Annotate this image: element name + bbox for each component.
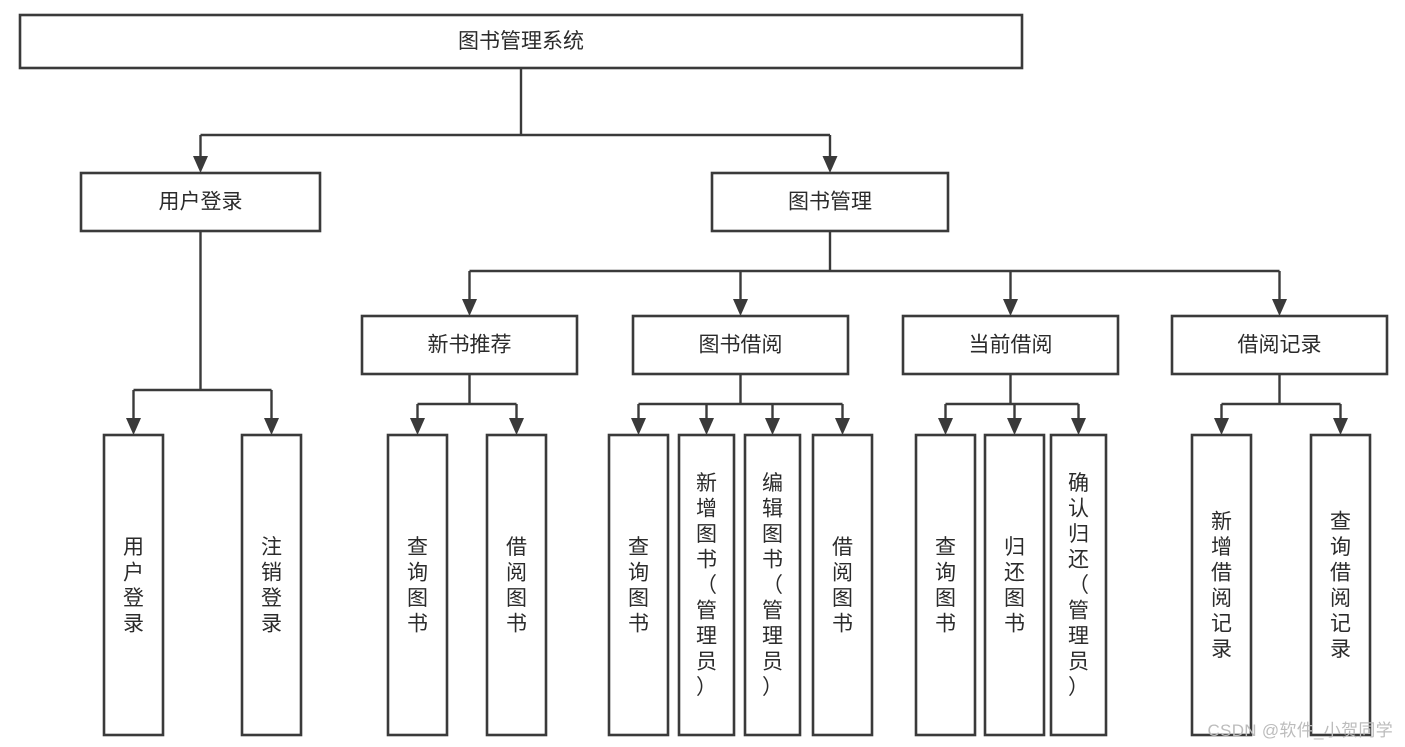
connector-group (410, 374, 524, 435)
node-leaf_4[interactable]: 查询图书 (607, 433, 670, 737)
node-leaf_6[interactable]: 编辑图书（管理员） (743, 433, 802, 737)
node-l2_0[interactable]: 新书推荐 (360, 314, 579, 376)
node-label: 用户登录 (159, 191, 243, 214)
node-l2_2[interactable]: 当前借阅 (901, 314, 1120, 376)
connector-group (938, 374, 1086, 435)
node-l1_1[interactable]: 图书管理 (710, 171, 950, 233)
node-label: 编辑图书（管理员） (762, 472, 783, 699)
node-leaf_7[interactable]: 借阅图书 (811, 433, 874, 737)
node-leaf_12[interactable]: 查询借阅记录 (1309, 433, 1372, 737)
node-label: 借阅图书 (506, 536, 527, 636)
node-leaf_0[interactable]: 用户登录 (102, 433, 165, 737)
node-label: 查询图书 (628, 536, 649, 636)
connector-group (193, 68, 838, 173)
connector-group (1214, 374, 1348, 435)
node-label: 借阅图书 (832, 536, 853, 636)
node-label: 图书借阅 (699, 334, 783, 357)
connector-group (631, 374, 850, 435)
node-label: 归还图书 (1004, 536, 1025, 636)
node-label: 查询图书 (935, 536, 956, 636)
node-leaf_9[interactable]: 归还图书 (983, 433, 1046, 737)
node-leaf_1[interactable]: 注销登录 (240, 433, 303, 737)
node-l2_3[interactable]: 借阅记录 (1170, 314, 1389, 376)
node-label: 查询图书 (407, 536, 428, 636)
node-label: 借阅记录 (1238, 334, 1322, 357)
node-leaf_5[interactable]: 新增图书（管理员） (677, 433, 736, 737)
node-leaf_3[interactable]: 借阅图书 (485, 433, 548, 737)
node-root[interactable]: 图书管理系统 (18, 13, 1024, 70)
node-label: 图书管理系统 (458, 30, 584, 53)
connector-layer (126, 68, 1348, 435)
node-label: 用户登录 (123, 536, 144, 636)
node-label: 查询借阅记录 (1330, 510, 1351, 661)
node-leaf_8[interactable]: 查询图书 (914, 433, 977, 737)
connector-group (462, 231, 1287, 316)
node-label: 图书管理 (788, 191, 872, 214)
node-l1_0[interactable]: 用户登录 (79, 171, 322, 233)
node-l2_1[interactable]: 图书借阅 (631, 314, 850, 376)
node-leaf_10[interactable]: 确认归还（管理员） (1049, 433, 1108, 737)
connector-group (126, 231, 279, 435)
node-leaf_11[interactable]: 新增借阅记录 (1190, 433, 1253, 737)
node-label: 新增图书（管理员） (696, 472, 717, 699)
node-leaf_2[interactable]: 查询图书 (386, 433, 449, 737)
node-layer: 图书管理系统用户登录图书管理新书推荐图书借阅当前借阅借阅记录用户登录注销登录查询… (18, 13, 1389, 737)
node-label: 新书推荐 (428, 334, 512, 357)
node-label: 注销登录 (261, 536, 282, 636)
node-label: 新增借阅记录 (1211, 510, 1232, 661)
node-label: 确认归还（管理员） (1068, 472, 1089, 699)
node-label: 当前借阅 (969, 334, 1053, 357)
